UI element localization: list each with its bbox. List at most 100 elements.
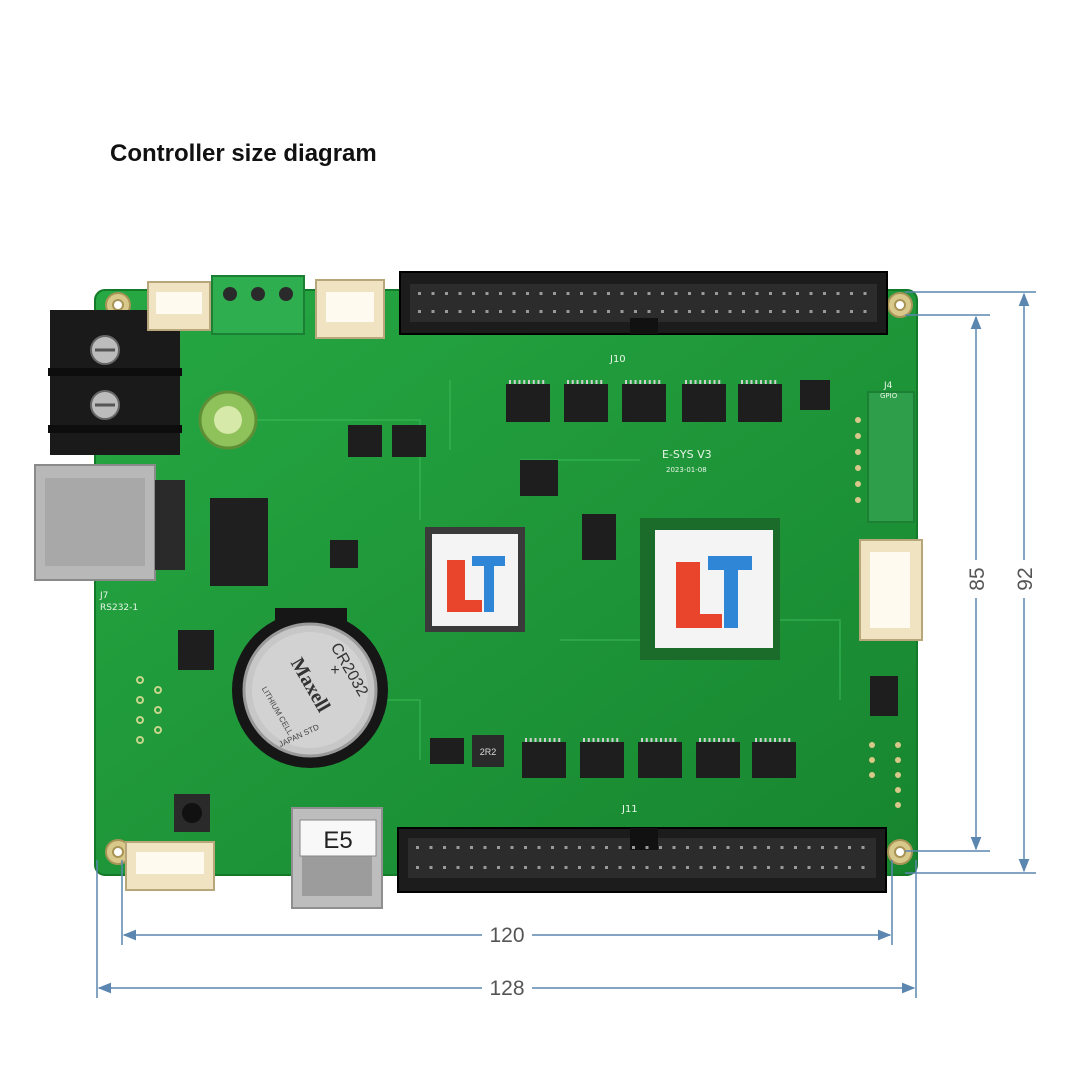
header-pin — [863, 310, 867, 313]
header-pin — [620, 292, 624, 295]
chip-pin — [525, 738, 527, 742]
header-pin — [769, 310, 772, 313]
chip-pin — [592, 738, 595, 742]
header-pin — [767, 846, 770, 849]
header-pin — [605, 866, 608, 869]
header-pin — [728, 292, 732, 295]
chip-pin — [699, 380, 702, 384]
header-pin — [537, 846, 541, 849]
coin-battery: CR2032 + Maxell LITHIUM CELL JAPAN STD — [232, 608, 388, 768]
chip-pin — [650, 738, 653, 742]
header-pin — [726, 846, 730, 849]
header-pin — [483, 846, 487, 849]
header-j11 — [397, 827, 887, 893]
header-pin — [728, 310, 732, 313]
header-pin — [580, 292, 583, 295]
header-pin — [593, 292, 597, 295]
electrolytic-capacitor — [198, 390, 258, 450]
chip-pin — [713, 380, 716, 384]
header-j10 — [399, 271, 888, 335]
header-pin — [834, 866, 838, 869]
header-pin — [564, 866, 568, 869]
header-pin — [753, 846, 757, 849]
header-pin — [726, 866, 730, 869]
dim-inner-height: 85 — [966, 567, 989, 590]
header-pin — [836, 310, 840, 313]
header-pin — [674, 310, 678, 313]
header-pin — [688, 310, 691, 313]
chip-pin — [664, 738, 667, 742]
header-pin — [659, 866, 662, 869]
header-pin — [537, 866, 541, 869]
svg-text:GPIO: GPIO — [880, 392, 898, 400]
model-label: E-SYS V3 — [662, 448, 712, 461]
header-pin — [848, 866, 851, 869]
jst-connector-right — [859, 539, 923, 641]
chip-pin — [523, 380, 526, 384]
chip-pin — [571, 380, 574, 384]
chip-pin — [583, 738, 585, 742]
header-pin — [566, 310, 570, 313]
chip-pin — [708, 380, 711, 384]
chip-pin — [587, 738, 590, 742]
chip-pin — [658, 380, 661, 384]
header-pin — [416, 866, 419, 869]
chip-pin — [704, 380, 706, 384]
header-pin — [578, 866, 581, 869]
battery-plus: + — [330, 662, 339, 679]
header-pin — [539, 310, 543, 313]
header-pin — [580, 310, 583, 313]
header-pin — [564, 846, 568, 849]
header-pin — [742, 310, 745, 313]
j4-connector: J4 GPIO — [867, 381, 915, 523]
chip-pin — [544, 738, 546, 742]
header-pin — [740, 846, 743, 849]
chip-pin — [694, 380, 697, 384]
header-pin — [780, 866, 784, 869]
chip-pin — [755, 380, 758, 384]
chip-pin — [542, 380, 545, 384]
driver-chip — [682, 384, 726, 422]
date-label: 2023-01-08 — [666, 466, 707, 474]
driver-chip — [622, 384, 666, 422]
header-pin — [566, 292, 570, 295]
chip-pin — [558, 738, 561, 742]
header-pin — [645, 866, 649, 869]
chip-pin — [548, 738, 551, 742]
header-pin — [740, 866, 743, 869]
header-pin — [591, 866, 595, 869]
usb-label: E5 — [323, 827, 352, 854]
header-pin — [618, 866, 622, 869]
header-pin — [836, 292, 840, 295]
jst-connector-top-left — [147, 281, 211, 331]
green-terminal-block — [211, 275, 305, 335]
driver-chips-bottom — [522, 738, 796, 778]
header-pin — [634, 310, 637, 313]
power-terminal — [48, 310, 182, 455]
dim-outer-width: 128 — [489, 977, 524, 1000]
header-pin — [497, 846, 500, 849]
header-pin — [647, 292, 651, 295]
header-pin — [861, 846, 865, 849]
header-pin — [823, 292, 826, 295]
chip-pin — [645, 738, 648, 742]
chip-pin — [764, 380, 767, 384]
chip-pin — [774, 738, 776, 742]
header-pin — [499, 310, 502, 313]
chip-pin — [634, 380, 637, 384]
header-pin — [553, 310, 556, 313]
header-pin — [807, 866, 811, 869]
header-pin — [483, 866, 487, 869]
chip-pin — [644, 380, 646, 384]
header-pin — [634, 292, 637, 295]
header-pin — [510, 846, 514, 849]
header-pin — [661, 292, 664, 295]
jst-connector-top-mid — [315, 279, 385, 339]
header-pin — [593, 310, 597, 313]
header-pin — [526, 310, 529, 313]
header-pin — [659, 846, 662, 849]
header-pin — [445, 310, 448, 313]
chip-pin — [597, 738, 600, 742]
chip-pin — [759, 738, 762, 742]
header-pin — [713, 846, 716, 849]
